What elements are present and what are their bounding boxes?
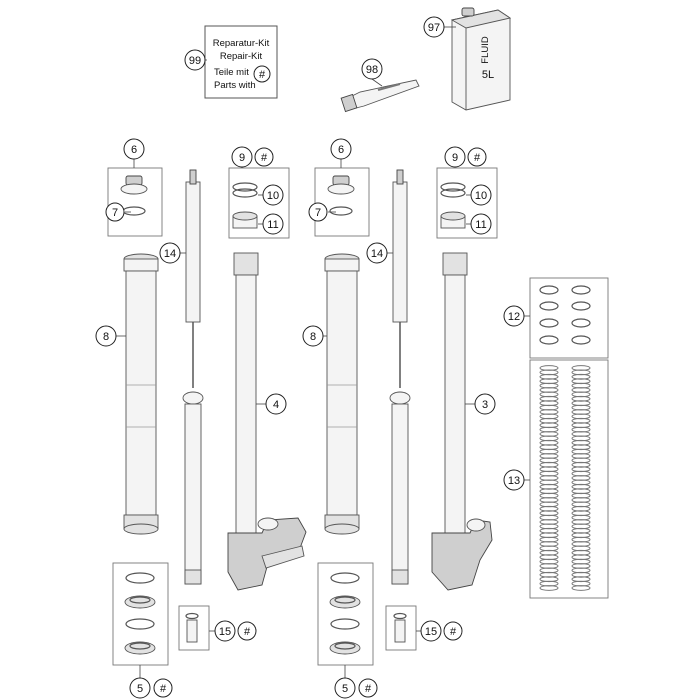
outer-tube-right bbox=[324, 253, 360, 535]
parts-with-de: Teile mit bbox=[214, 67, 249, 78]
repair-kit-symbol: # bbox=[259, 69, 266, 81]
callout-9-right[interactable]: 9 # bbox=[444, 146, 487, 168]
svg-text:13: 13 bbox=[508, 475, 520, 487]
svg-text:14: 14 bbox=[371, 248, 383, 260]
cartridge-left bbox=[182, 169, 204, 585]
callout-15-right[interactable]: 15 # bbox=[420, 620, 463, 642]
can-label-volume: 5L bbox=[482, 69, 494, 81]
callout-5-right[interactable]: 5 # bbox=[334, 677, 378, 699]
svg-text:#: # bbox=[261, 152, 268, 164]
can-label-fluid: FLUID bbox=[480, 36, 491, 64]
callout-99[interactable]: 99 bbox=[184, 49, 206, 71]
callout-5-left[interactable]: 5 # bbox=[129, 677, 173, 699]
svg-text:9: 9 bbox=[239, 152, 245, 164]
cartridge-right bbox=[389, 169, 411, 585]
callout-9-left[interactable]: 9 # bbox=[231, 146, 274, 168]
svg-text:5: 5 bbox=[342, 683, 348, 695]
fork-cap-right bbox=[327, 175, 355, 216]
spacer-set bbox=[539, 285, 591, 345]
callout-3[interactable]: 3 bbox=[474, 393, 496, 415]
svg-text:6: 6 bbox=[338, 144, 344, 156]
svg-text:97: 97 bbox=[428, 22, 440, 34]
svg-text:7: 7 bbox=[315, 207, 321, 219]
callout-98[interactable]: 98 bbox=[361, 58, 383, 80]
repair-kit-note: Reparatur-Kit Repair-Kit Teile mit Parts… bbox=[204, 25, 278, 99]
svg-text:11: 11 bbox=[475, 219, 486, 231]
svg-text:9: 9 bbox=[452, 152, 458, 164]
svg-text:8: 8 bbox=[310, 331, 316, 343]
callout-4[interactable]: 4 bbox=[265, 393, 287, 415]
svg-text:10: 10 bbox=[475, 190, 487, 202]
seal-kit-left bbox=[124, 572, 156, 655]
svg-text:#: # bbox=[450, 626, 457, 638]
callout-14-left[interactable]: 14 bbox=[159, 242, 181, 264]
grease-tube bbox=[340, 79, 420, 113]
svg-text:#: # bbox=[244, 626, 251, 638]
fork-springs bbox=[539, 365, 591, 591]
svg-text:12: 12 bbox=[508, 311, 520, 323]
bushings-right bbox=[440, 182, 466, 229]
callout-12[interactable]: 12 bbox=[503, 305, 525, 327]
callout-10-left[interactable]: 10 bbox=[262, 184, 284, 206]
compression-bolt-right bbox=[393, 612, 407, 643]
callout-7-left[interactable]: 7 bbox=[105, 202, 125, 222]
svg-text:4: 4 bbox=[273, 399, 279, 411]
repair-kit-en: Repair-Kit bbox=[220, 51, 263, 62]
svg-text:3: 3 bbox=[482, 399, 488, 411]
callout-7-right[interactable]: 7 bbox=[308, 202, 328, 222]
callout-11-left[interactable]: 11 bbox=[262, 213, 284, 235]
callout-14-right[interactable]: 14 bbox=[366, 242, 388, 264]
callout-11-right[interactable]: 11 bbox=[470, 213, 492, 235]
inner-tube-left bbox=[227, 252, 307, 591]
svg-text:8: 8 bbox=[103, 331, 109, 343]
outer-tube-left bbox=[123, 253, 159, 535]
svg-text:11: 11 bbox=[267, 219, 278, 231]
svg-text:#: # bbox=[160, 683, 167, 695]
callout-8-left[interactable]: 8 bbox=[95, 325, 117, 347]
callout-8-right[interactable]: 8 bbox=[302, 325, 324, 347]
svg-text:15: 15 bbox=[219, 626, 231, 638]
svg-text:6: 6 bbox=[131, 144, 137, 156]
svg-text:98: 98 bbox=[366, 64, 378, 76]
fluid-can: FLUID 5L bbox=[450, 7, 512, 111]
callout-97[interactable]: 97 bbox=[423, 16, 445, 38]
bushings-left bbox=[232, 182, 258, 229]
repair-kit-de: Reparatur-Kit bbox=[213, 38, 270, 49]
spring-left bbox=[539, 365, 559, 591]
svg-text:15: 15 bbox=[425, 626, 437, 638]
svg-text:99: 99 bbox=[189, 55, 201, 67]
callout-10-right[interactable]: 10 bbox=[470, 184, 492, 206]
spring-right bbox=[571, 365, 591, 591]
svg-text:7: 7 bbox=[112, 207, 118, 219]
svg-text:10: 10 bbox=[267, 190, 279, 202]
inner-tube-right bbox=[431, 252, 493, 591]
svg-text:#: # bbox=[365, 683, 372, 695]
seal-kit-right bbox=[329, 572, 361, 655]
svg-text:14: 14 bbox=[164, 248, 176, 260]
svg-text:#: # bbox=[474, 152, 481, 164]
callout-15-left[interactable]: 15 # bbox=[214, 620, 257, 642]
fork-cap-left bbox=[120, 175, 148, 216]
callout-6-left[interactable]: 6 bbox=[123, 138, 145, 160]
compression-bolt-left bbox=[185, 612, 199, 643]
callout-6-right[interactable]: 6 bbox=[330, 138, 352, 160]
parts-with-en: Parts with bbox=[214, 80, 256, 91]
svg-text:5: 5 bbox=[137, 683, 143, 695]
callout-13[interactable]: 13 bbox=[503, 469, 525, 491]
